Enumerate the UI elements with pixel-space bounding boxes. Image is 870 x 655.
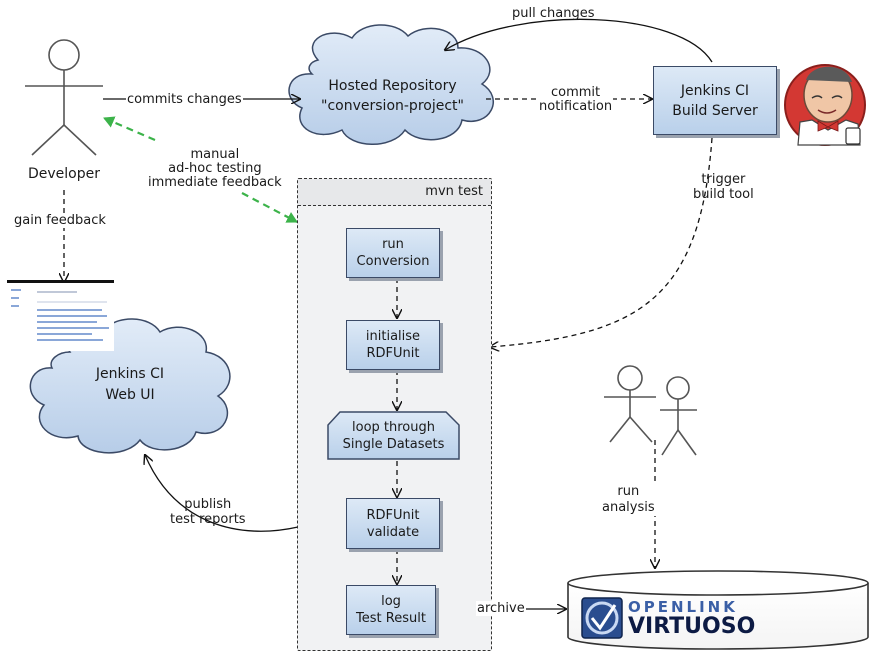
developer-label: Developer bbox=[27, 166, 100, 182]
virtuoso-brand-top: OPENLINK bbox=[628, 598, 738, 616]
edge-trigger-build bbox=[490, 137, 713, 347]
virtuoso-database bbox=[567, 570, 869, 650]
edge-manual-to-developer bbox=[103, 116, 156, 142]
developer-actor bbox=[25, 39, 103, 156]
jenkins-web-cloud bbox=[29, 318, 231, 454]
step-loop-shape bbox=[327, 411, 460, 460]
label-archive: archive bbox=[476, 601, 526, 616]
label-commits-changes: commits changes bbox=[126, 92, 243, 107]
virtuoso-logo-icon bbox=[581, 597, 623, 639]
jenkins-web-screenshot bbox=[7, 280, 114, 351]
repository-label: Hosted Repository"conversion-project" bbox=[321, 78, 464, 114]
edge-manual-to-mvn bbox=[241, 192, 298, 223]
label-gain-feedback: gain feedback bbox=[13, 213, 107, 228]
label-pull-changes: pull changes bbox=[512, 6, 595, 21]
mvn-test-title: mvn test bbox=[425, 184, 483, 199]
edge-pull-changes bbox=[445, 18, 713, 63]
virtuoso-brand-bottom: VIRTUOSO bbox=[628, 614, 756, 639]
edge-publish-reports bbox=[145, 455, 299, 532]
analyst-actor-2 bbox=[660, 376, 697, 456]
jenkins-butler-icon bbox=[784, 64, 866, 146]
mvn-test-header bbox=[298, 179, 491, 206]
analyst-actor-1 bbox=[604, 365, 656, 443]
